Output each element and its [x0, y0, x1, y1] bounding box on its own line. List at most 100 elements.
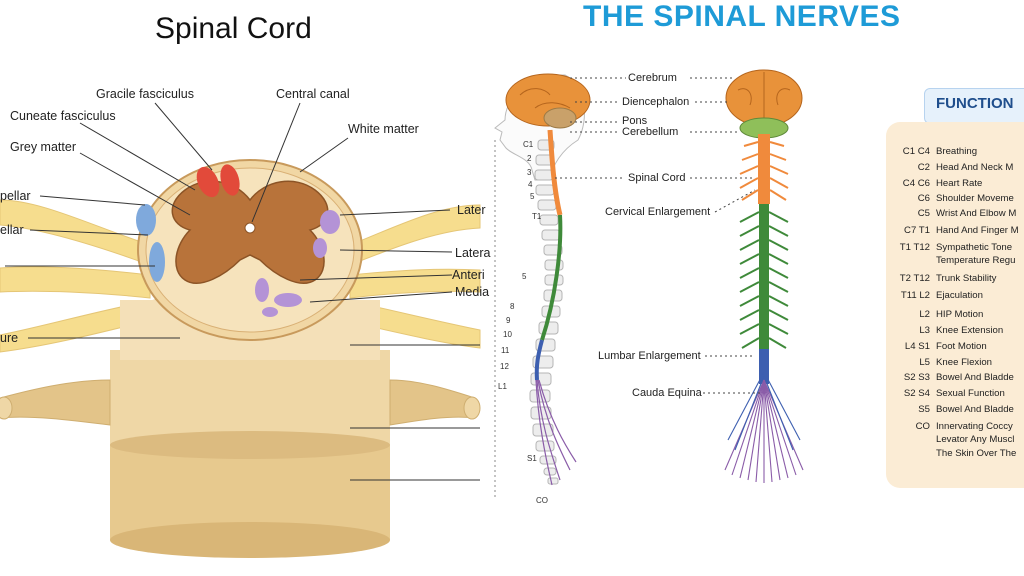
label-central-canal: Central canal [276, 87, 350, 101]
central-canal [244, 222, 256, 234]
function-title: FUNCTION [936, 95, 1014, 112]
label-pons: Pons [622, 115, 648, 127]
function-segment: L3 [919, 325, 930, 336]
side-cord-thoracic [540, 214, 563, 341]
function-segment: C6 [917, 193, 930, 204]
function-segment: S2 S4 [903, 388, 930, 399]
function-segment: C2 [917, 162, 930, 173]
label-gracile-fasciculus: Gracile fasciculus [96, 87, 194, 101]
function-segment: L5 [919, 357, 930, 368]
function-text: Trunk Stability [936, 273, 997, 284]
vert-t11: 11 [501, 346, 510, 355]
vert-t8: 8 [510, 302, 515, 311]
vert-t10: 10 [503, 330, 512, 339]
function-segment: S5 [918, 404, 930, 415]
side-cord-cervical [547, 129, 563, 216]
function-text: Head And Neck M [936, 162, 1014, 173]
label-left-4: ure [0, 331, 19, 345]
vert-s1: S1 [527, 454, 537, 463]
label-right-2: Latera [455, 246, 491, 260]
label-cervical-enlargement: Cervical Enlargement [605, 206, 711, 218]
label-diencephalon: Diencephalon [622, 96, 690, 108]
function-text: Innervating Coccy [936, 421, 1013, 432]
label-left-1: pellar [0, 189, 31, 203]
front-cauda-equina [724, 379, 804, 483]
front-cord-thoracic [759, 204, 769, 349]
function-row: L3 Knee Extension [896, 325, 1003, 336]
transverse-process-right [389, 379, 476, 426]
function-row: Temperature Regu [896, 255, 1015, 266]
spinal-nerves-diagram [494, 69, 804, 500]
vert-3: 3 [527, 168, 532, 177]
function-row: T11 L2 Ejaculation [896, 290, 983, 301]
function-text: Sexual Function [936, 388, 1005, 399]
side-cauda-equina [535, 379, 577, 486]
function-text: The Skin Over The [936, 448, 1017, 459]
function-row: T1 T12 Sympathetic Tone [896, 242, 1012, 253]
spinal-cord-title: Spinal Cord [155, 12, 312, 45]
vert-co: CO [536, 496, 548, 505]
vert-t12: 12 [500, 362, 509, 371]
label-cauda-equina: Cauda Equina [632, 387, 702, 399]
function-text: Heart Rate [936, 178, 983, 189]
function-row: C4 C6 Heart Rate [896, 178, 983, 189]
function-segment: T1 T12 [899, 242, 930, 253]
function-segment: CO [915, 421, 930, 432]
function-row: C2 Head And Neck M [896, 162, 1014, 173]
function-text: Hand And Finger M [936, 225, 1019, 236]
front-cord-cervical [758, 134, 770, 204]
label-right-3: Anteri [452, 268, 485, 282]
function-row: L5 Knee Flexion [896, 357, 992, 368]
function-row: C7 T1 Hand And Finger M [896, 225, 1019, 236]
function-row: C6 Shoulder Moveme [896, 193, 1014, 204]
function-segment: S2 S3 [903, 372, 930, 383]
label-cerebellum: Cerebellum [622, 126, 679, 138]
function-segment: C1 C4 [902, 146, 930, 157]
vert-c1: C1 [523, 140, 534, 149]
function-text: Bowel And Bladde [936, 404, 1014, 415]
function-segment: C4 C6 [902, 178, 930, 189]
function-text: Ejaculation [936, 290, 983, 301]
label-cerebrum: Cerebrum [628, 72, 677, 84]
label-cuneate-fasciculus: Cuneate fasciculus [10, 109, 116, 123]
label-spinal-cord: Spinal Cord [628, 172, 686, 184]
function-text: Sympathetic Tone [936, 242, 1013, 253]
function-segment: C5 [917, 208, 930, 219]
function-text: Shoulder Moveme [936, 193, 1014, 204]
function-segment: T11 L2 [900, 290, 930, 301]
vert-4: 4 [528, 180, 533, 189]
function-row: Levator Any Muscl [896, 434, 1014, 445]
function-text: Levator Any Muscl [936, 434, 1015, 445]
vert-5: 5 [530, 192, 535, 201]
function-text: Temperature Regu [936, 255, 1016, 266]
function-segment: L2 [919, 309, 930, 320]
vert-t1: T1 [532, 212, 542, 221]
function-text: Foot Motion [936, 341, 987, 352]
function-row: S2 S4 Sexual Function [896, 388, 1005, 399]
function-segment: L4 S1 [904, 341, 930, 352]
function-row: C5 Wrist And Elbow M [896, 208, 1017, 219]
vert-l1: L1 [498, 382, 507, 391]
label-grey-matter: Grey matter [10, 140, 76, 154]
function-text: Wrist And Elbow M [936, 208, 1017, 219]
transverse-process-left [0, 379, 111, 426]
label-left-2: ellar [0, 223, 24, 237]
label-right-4: Media [455, 285, 490, 299]
function-segment: C7 T1 [904, 225, 930, 236]
label-right-1: Later [457, 203, 486, 217]
function-text: Knee Flexion [936, 357, 992, 368]
vert-t5: 5 [522, 272, 527, 281]
function-row: S5 Bowel And Bladde [896, 404, 1014, 415]
label-lumbar-enlargement: Lumbar Enlargement [598, 350, 701, 362]
vert-2: 2 [527, 154, 532, 163]
function-row: CO Innervating Coccy [896, 421, 1013, 432]
spinal-cord-diagram [0, 102, 481, 558]
function-row: The Skin Over The [896, 448, 1016, 459]
function-row: L4 S1 Foot Motion [896, 341, 987, 352]
function-text: Knee Extension [936, 325, 1004, 336]
vert-t9: 9 [506, 316, 511, 325]
